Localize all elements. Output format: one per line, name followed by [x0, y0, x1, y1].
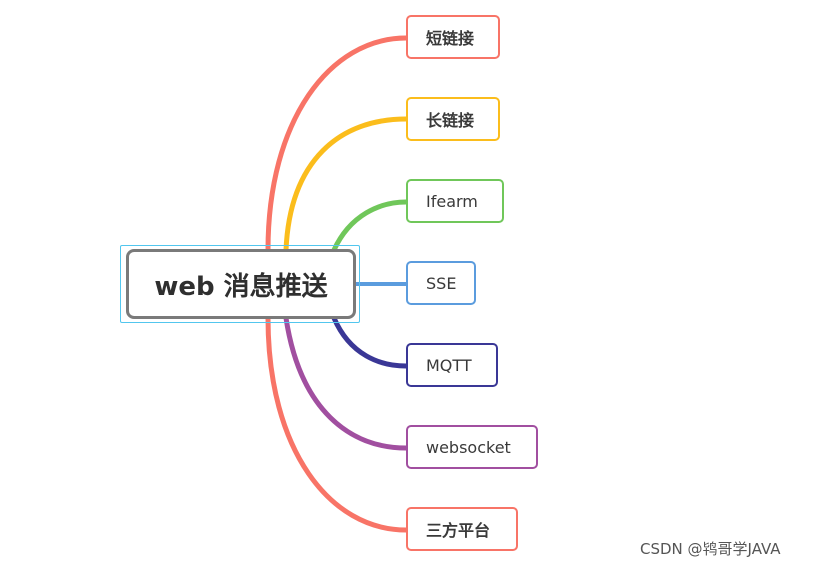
branch-long-link[interactable]: 长链接 — [406, 97, 500, 141]
branch-short-link[interactable]: 短链接 — [406, 15, 500, 59]
connector-third-party — [265, 315, 409, 533]
branch-ifearm[interactable]: Ifearm — [406, 179, 504, 223]
branch-mqtt[interactable]: MQTT — [406, 343, 498, 387]
branch-third-party[interactable]: 三方平台 — [406, 507, 518, 551]
branch-label: 三方平台 — [426, 521, 491, 540]
branch-label: Ifearm — [426, 191, 478, 211]
root-topic[interactable]: web 消息推送 — [126, 249, 356, 319]
root-selection-frame — [120, 245, 360, 323]
watermark: CSDN @鸨哥学JAVA — [640, 540, 781, 558]
connector-long-link — [283, 116, 409, 253]
branch-label: MQTT — [426, 355, 472, 375]
branch-label: 短链接 — [426, 29, 475, 48]
root-topic-label: web 消息推送 — [154, 271, 328, 302]
branch-websocket[interactable]: websocket — [406, 425, 538, 469]
branch-label: 长链接 — [426, 111, 475, 130]
branch-sse[interactable]: SSE — [406, 261, 476, 305]
connector-ifearm — [331, 199, 409, 253]
branch-label: websocket — [426, 437, 511, 457]
connector-websocket — [283, 315, 409, 451]
connector-mqtt — [331, 315, 409, 369]
branch-label: SSE — [426, 273, 457, 293]
connector-short-link — [265, 35, 409, 253]
